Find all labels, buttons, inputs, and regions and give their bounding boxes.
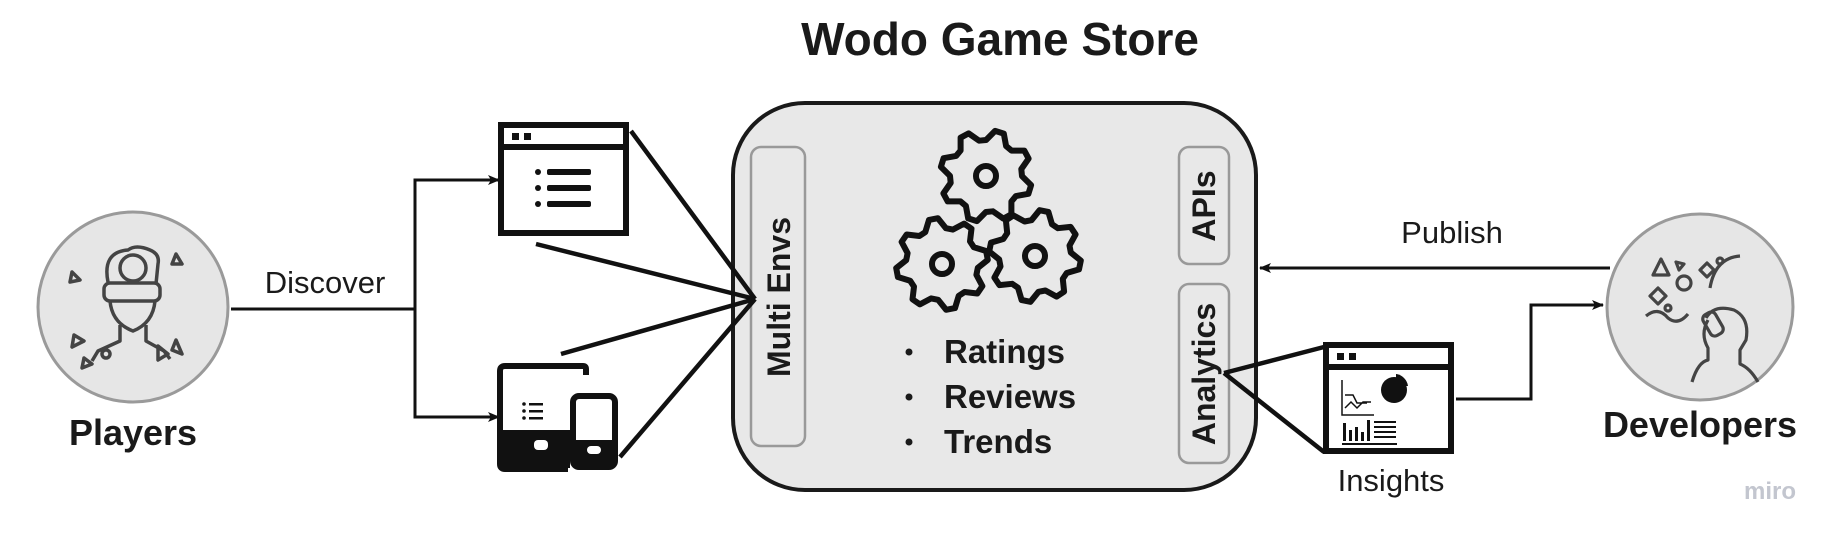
players-label: Players [69,412,197,453]
gear-icon [893,215,991,313]
bullet [905,438,913,446]
vr-player-icon [68,245,184,370]
env-connectors [535,129,757,459]
feature-list: Ratings Reviews Trends [905,333,1076,460]
insights-edge [1456,300,1604,401]
discover-label: Discover [265,265,386,300]
feature-ratings: Ratings [944,333,1065,370]
bullet [905,348,913,356]
miro-watermark: miro [1744,478,1796,505]
publish-label: Publish [1401,215,1503,250]
insights-dashboard-icon [1323,342,1454,454]
apis-pill [1177,145,1231,266]
players-node [36,210,230,404]
multi-envs-label: Multi Envs [761,217,797,377]
bullet [905,393,913,401]
diagram-title: Wodo Game Store [801,13,1199,65]
gear-hole [929,251,955,277]
gear-hole [1022,243,1048,269]
developer-vr-icon [1644,254,1760,383]
gear-icon [937,127,1035,225]
gears-icon [893,127,1084,313]
web-list-icon [498,122,629,236]
feature-trends: Trends [944,423,1052,460]
insights-label: Insights [1338,463,1445,498]
gear-icon [986,207,1084,305]
store-box [731,101,1258,492]
devices-icon [497,363,618,472]
feature-reviews: Reviews [944,378,1076,415]
insights-connectors [1222,344,1326,454]
analytics-label: Analytics [1186,303,1222,445]
apis-label: APIs [1186,170,1222,241]
developers-label: Developers [1603,404,1797,445]
developers-node [1605,212,1795,402]
discover-edge [231,178,497,419]
gear-hole [973,163,999,189]
